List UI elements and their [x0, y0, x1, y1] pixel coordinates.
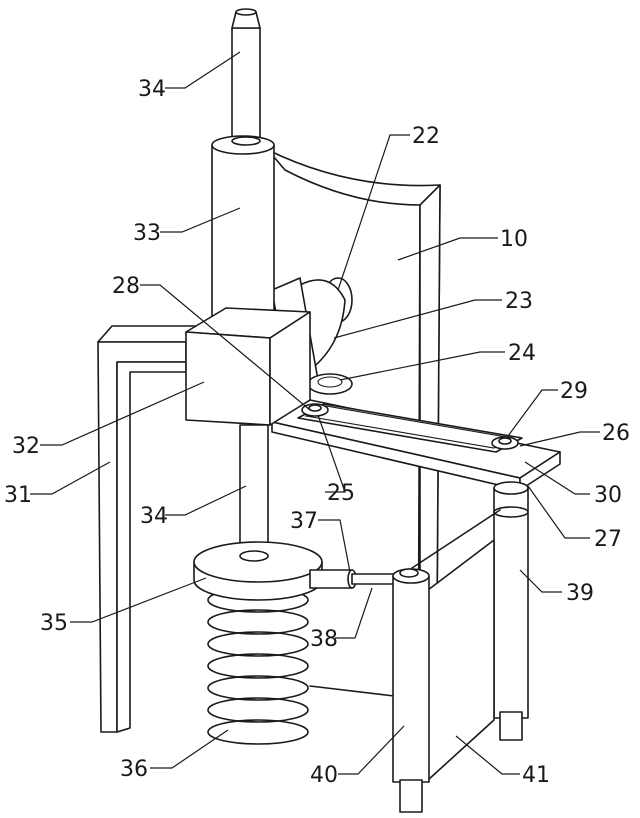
label-28: 28: [112, 274, 140, 299]
label-36: 36: [120, 757, 148, 782]
label-35: 35: [40, 611, 68, 636]
link-bar: [297, 403, 523, 453]
label-10: 10: [500, 227, 528, 252]
upper-rod: [231, 8, 261, 147]
horizontal-pins: [309, 569, 401, 589]
label-26: 26: [602, 421, 630, 446]
front-cylinder: [392, 568, 430, 813]
label-37: 37: [290, 509, 318, 534]
sleeve-cylinder: [211, 135, 275, 326]
left-support-frame: [97, 325, 201, 733]
label-24: 24: [508, 341, 536, 366]
label-31: 31: [4, 483, 32, 508]
label-29: 29: [560, 379, 588, 404]
label-32: 32: [12, 434, 40, 459]
part-labels: 34 22 10 33 23 28 24 29 26 32 31 25 30 3…: [4, 77, 630, 788]
lower-rod: [239, 424, 269, 561]
cube-block: [185, 307, 311, 426]
label-23: 23: [505, 289, 533, 314]
leader-lines: [30, 51, 600, 775]
label-34-mid: 34: [140, 504, 168, 529]
label-33: 33: [133, 221, 161, 246]
label-27: 27: [594, 527, 622, 552]
label-39: 39: [566, 581, 594, 606]
label-30: 30: [594, 483, 622, 508]
label-34-top: 34: [138, 77, 166, 102]
label-41: 41: [522, 763, 550, 788]
label-40: 40: [310, 763, 338, 788]
spring: [207, 587, 309, 745]
label-38: 38: [310, 627, 338, 652]
label-25: 25: [327, 481, 355, 506]
right-cylinder: [493, 481, 529, 741]
collar-disc: [193, 541, 323, 601]
label-22: 22: [412, 124, 440, 149]
